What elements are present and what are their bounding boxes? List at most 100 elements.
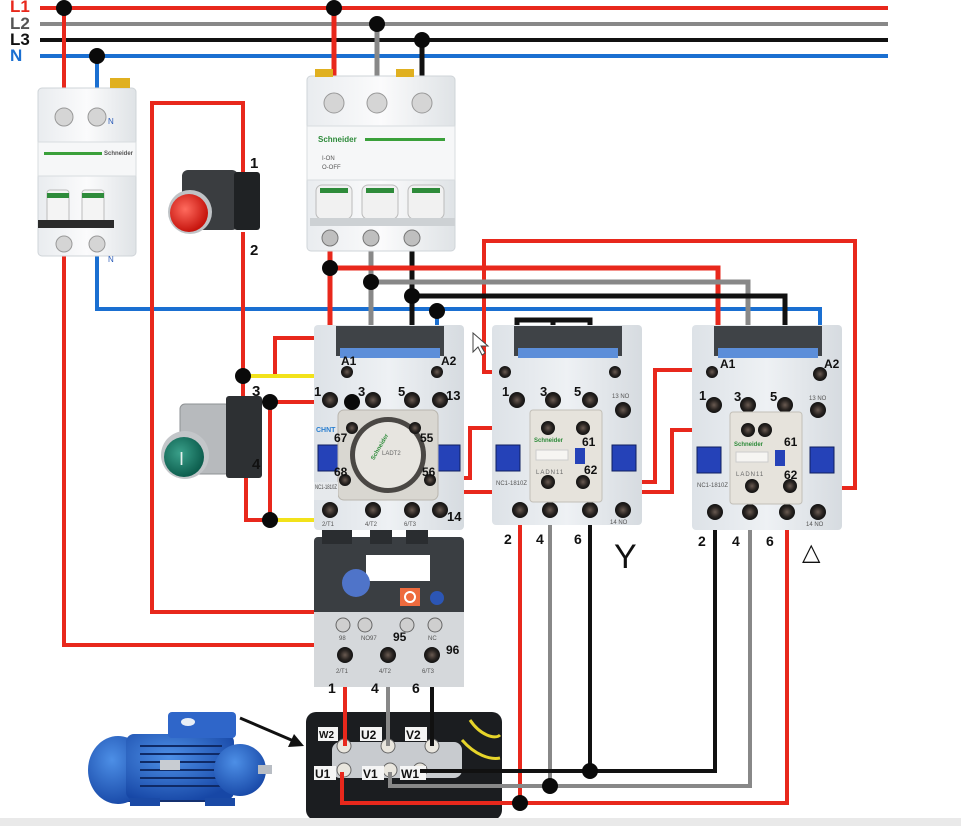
motor-terminal-v2: V2	[406, 728, 421, 742]
overload-bottom-t2: 4/T2	[379, 669, 392, 675]
star-aux-block[interactable]: Schneider LADN11 61 62	[529, 409, 603, 503]
star-out-4: 4	[536, 531, 544, 547]
overload-contact-96: 96	[446, 643, 460, 657]
main-bottom-t3: 6/T3	[404, 522, 417, 528]
start-button-green-cap[interactable]	[164, 437, 204, 477]
main-breaker-mark-on: I-ON	[322, 156, 335, 162]
delta-contactor[interactable]: A1 A2 1 3 5 13 NO NC1-1810Z 14 NO Schnei…	[692, 325, 842, 566]
breaker-clip	[110, 78, 130, 88]
start-pushbutton[interactable]: I 3 4	[161, 383, 262, 479]
overload-label-window	[366, 555, 430, 581]
control-breaker[interactable]: Schneider N N	[37, 78, 137, 264]
overload-small-no: NO	[361, 636, 370, 642]
stop-button-red-cap[interactable]	[170, 194, 208, 232]
main-breaker-mark-off: O-OFF	[322, 165, 341, 171]
node-l1-main	[326, 0, 342, 16]
delta-contactor-model: NC1-1810Z	[697, 483, 728, 489]
stop-terminal-1: 1	[250, 155, 258, 172]
star-aux-62: 62	[584, 463, 598, 477]
delta-terminal-1: 1	[699, 388, 706, 403]
overload-out-4: 4	[371, 680, 379, 696]
bottom-strip	[0, 818, 961, 826]
timer-dial[interactable]	[355, 422, 421, 488]
motor-arrow	[239, 716, 297, 744]
main-bottom-t2: 4/T2	[365, 522, 378, 528]
main-contactor-model: NC1-1810Z	[315, 485, 337, 491]
node-out-l3	[404, 288, 420, 304]
main-bottom-t1: 2/T1	[322, 522, 335, 528]
timer-block[interactable]: Schneider LADT2 67 68 55 56	[334, 409, 439, 501]
delta-out-6: 6	[766, 533, 774, 549]
node-hold-top	[262, 394, 278, 410]
bus-label-l2: L2	[10, 14, 30, 33]
main-terminal-3: 3	[358, 384, 365, 399]
node-motor-red	[512, 795, 528, 811]
motor-terminal-box	[168, 712, 236, 738]
junction-nodes	[56, 0, 598, 811]
timer-contact-55: 55	[420, 431, 434, 445]
star-terminal-5: 5	[574, 384, 581, 399]
stop-terminal-2: 2	[250, 242, 258, 259]
main-coil-a2: A2	[441, 354, 457, 368]
delta-13-no: 13 NO	[809, 396, 827, 402]
control-breaker-brand: Schneider	[104, 151, 134, 157]
main-contactor[interactable]: A1 A2 1 3 5 13 CHNT 2/T1 4/T2 6/T3 14 Sc…	[314, 325, 464, 530]
star-terminal-3: 3	[540, 384, 547, 399]
star-contactor-model: NC1-1810Z	[496, 481, 527, 487]
node-hold-bottom	[262, 512, 278, 528]
arrow-head-icon	[288, 734, 304, 747]
overload-relay[interactable]: 98 NO 97 NC 95 96 2/T1 4/T2 6/T3 1 4 6	[314, 530, 464, 696]
bus-label-l1: L1	[10, 0, 30, 16]
motor-terminal-u2: U2	[361, 728, 377, 742]
start-terminal-4: 4	[252, 456, 261, 473]
node-neutral	[429, 303, 445, 319]
node-motor-black	[582, 763, 598, 779]
start-button-glyph: I	[179, 449, 184, 469]
delta-aux-61: 61	[784, 435, 798, 449]
star-14-no: 14 NO	[610, 520, 628, 526]
star-aux-model: LADN11	[536, 470, 564, 476]
star-out-6: 6	[574, 531, 582, 547]
overload-contact-95: 95	[393, 630, 407, 644]
control-breaker-n-mark-top: N	[108, 117, 114, 126]
delta-14-no: 14 NO	[806, 522, 824, 528]
control-breaker-handle-bar[interactable]	[38, 220, 114, 228]
node-out-l2	[363, 274, 379, 290]
star-contactor[interactable]: 1 3 5 13 NO NC1-1810Z 14 NO Schneider LA…	[492, 325, 642, 576]
delta-aux-model: LADN11	[736, 472, 764, 478]
delta-coil-a2: A2	[824, 357, 840, 371]
overload-mode-dial[interactable]	[430, 591, 444, 605]
overload-current-dial[interactable]	[342, 569, 370, 597]
motor-wires-overlay	[340, 712, 502, 805]
overload-reset-button[interactable]	[400, 588, 420, 606]
node-l3-main	[414, 32, 430, 48]
overload-bottom-t3: 6/T3	[422, 669, 435, 675]
timer-model: LADT2	[382, 451, 401, 457]
motor-image	[88, 712, 304, 806]
control-breaker-n-mark-bottom: N	[108, 255, 114, 264]
main-contactor-brand: CHNT	[316, 427, 336, 434]
mouse-cursor-icon	[472, 331, 490, 356]
timer-contact-56: 56	[422, 465, 436, 479]
wire-delta-2	[420, 525, 717, 773]
timer-contact-68: 68	[334, 465, 348, 479]
power-bus: L1 L2 L3 N	[10, 0, 888, 65]
stop-pushbutton[interactable]: 1 2	[168, 155, 260, 259]
node-motor-gray	[542, 778, 558, 794]
delta-aux-block[interactable]: Schneider LADN11 61 62	[729, 411, 803, 505]
motor-terminal-w2: W2	[319, 730, 334, 741]
star-13-no: 13 NO	[612, 394, 630, 400]
node-n-control	[89, 48, 105, 64]
overload-bottom-t1: 2/T1	[336, 669, 349, 675]
overload-small-97: 97	[370, 636, 377, 642]
node-timer-common	[344, 394, 360, 410]
overload-out-6: 6	[412, 680, 420, 696]
bus-label-l3: L3	[10, 30, 30, 49]
main-breaker[interactable]: Schneider I-ON O-OFF	[306, 69, 456, 252]
bus-label-n: N	[10, 46, 22, 65]
node-start-3	[235, 368, 251, 384]
timer-contact-67: 67	[334, 431, 348, 445]
delta-out-4: 4	[732, 533, 740, 549]
main-breaker-brand: Schneider	[318, 135, 357, 144]
